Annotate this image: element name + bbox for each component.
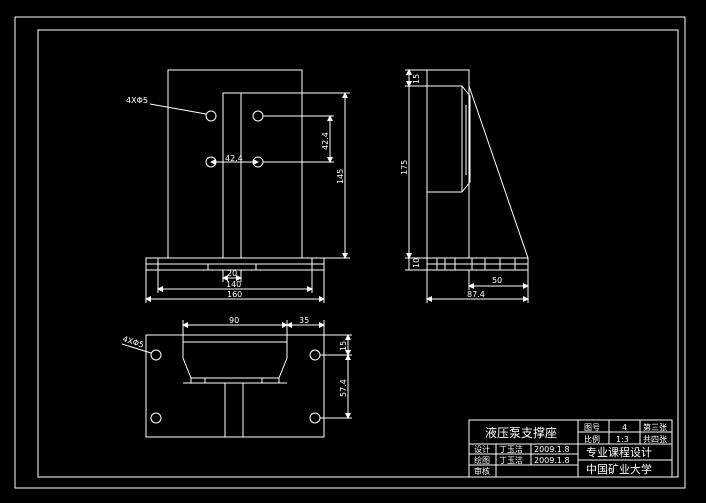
sheet-no: 第三张: [643, 422, 667, 432]
design-label: 设计: [474, 444, 490, 454]
inner-border: [37, 29, 679, 478]
top-view: [121, 320, 352, 438]
front-dim-height: 145: [336, 169, 345, 184]
drawing-no-label: 图号: [584, 423, 600, 432]
front-hole-label: 4XΦ5: [126, 96, 148, 105]
design-name: 丁玉洁: [499, 444, 523, 454]
scale-value: 1:3: [616, 435, 629, 444]
top-dim-spacing: 57.4: [339, 379, 348, 397]
design-date: 2009.1.8: [534, 445, 570, 454]
draw-name: 丁玉洁: [499, 455, 523, 465]
side-dim-base: 10: [412, 258, 421, 268]
top-dim-edge: 15: [339, 341, 348, 351]
review-label: 审核: [474, 466, 490, 476]
front-dim-inner: 140: [226, 280, 241, 289]
front-dim-width: 160: [227, 290, 242, 299]
drawing-no: 4: [622, 423, 627, 432]
front-view: [145, 69, 350, 303]
front-dim-hole-gap-h: 42.4: [225, 154, 243, 163]
side-dim-depth: 87.4: [467, 290, 485, 299]
side-view: [405, 69, 529, 303]
sheet-total: 共四张: [643, 435, 667, 444]
school-name: 中国矿业大学: [586, 462, 652, 476]
part-name: 液压泵支撑座: [485, 425, 557, 440]
draw-label: 绘图: [474, 455, 490, 465]
course-name: 专业课程设计: [586, 445, 652, 459]
draw-date: 2009.1.8: [534, 456, 570, 465]
front-dim-hole-gap-v: 42.4: [321, 132, 330, 150]
front-dim-slot: 20: [227, 269, 237, 278]
scale-label: 比例: [584, 434, 600, 444]
top-dim-width: 90: [229, 316, 239, 325]
side-dim-top: 15: [412, 74, 421, 84]
outer-border: [14, 16, 686, 489]
title-block: [468, 419, 673, 478]
side-dim-foot: 50: [492, 276, 502, 285]
side-dim-height: 175: [400, 160, 409, 175]
top-dim-offset: 35: [299, 316, 309, 325]
